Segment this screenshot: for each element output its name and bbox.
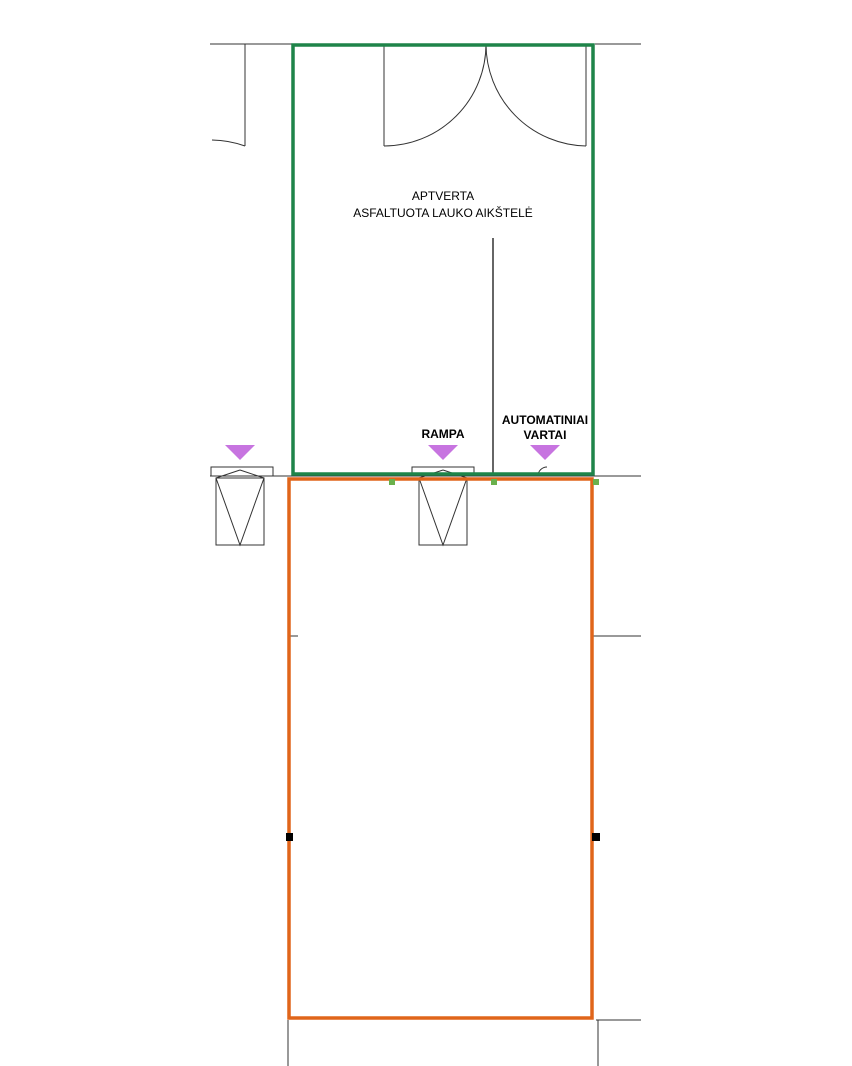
door-markers xyxy=(389,479,599,485)
outdoor-area-label: APTVERTA ASFALTUOTA LAUKO AIKŠTELĖ xyxy=(353,188,533,222)
marker-triangle-icon xyxy=(428,445,458,460)
double-door-swing xyxy=(383,43,587,147)
outdoor-area-label-line2: ASFALTUOTA LAUKO AIKŠTELĖ xyxy=(353,206,533,220)
ramp-label: RAMPA xyxy=(421,427,465,441)
marker-triangle-icon xyxy=(530,445,560,460)
building-outline xyxy=(287,477,594,1020)
gate-label-line2: VARTAI xyxy=(523,428,567,442)
gate-label: AUTOMATINIAI VARTAI xyxy=(502,413,588,443)
dock-leveler-left xyxy=(210,466,274,547)
outdoor-area-outline xyxy=(291,43,595,476)
outdoor-area-label-line1: APTVERTA xyxy=(411,189,475,203)
column-markers xyxy=(286,833,600,841)
gate-label-line1: AUTOMATINIAI xyxy=(501,413,589,427)
marker-triangle-icon xyxy=(225,445,255,460)
